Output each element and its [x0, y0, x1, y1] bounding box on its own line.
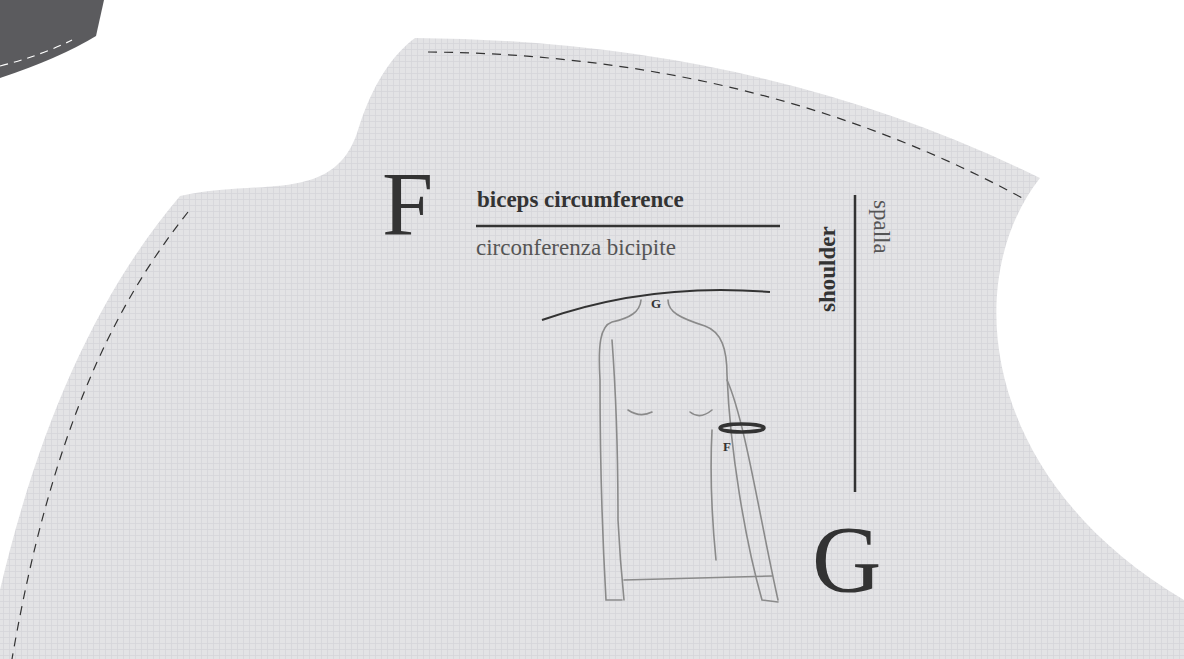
- fabric-swatch: [0, 38, 1184, 659]
- divider-line: [476, 225, 780, 228]
- biceps-measure-band: [720, 424, 764, 432]
- shoulder-measure-arc: [542, 290, 770, 320]
- figure-callout: G: [651, 297, 661, 310]
- stitch-line: [0, 40, 72, 66]
- dark-swatch: [0, 0, 104, 78]
- divider-line: [854, 195, 857, 492]
- measure-name-translation: spalla: [870, 200, 893, 254]
- measure-name: shoulder: [816, 226, 839, 312]
- measure-letter: G: [812, 512, 881, 608]
- measure-name-translation: circonferenza bicipite: [476, 236, 676, 259]
- stitch-line: [428, 52, 1026, 200]
- measure-name: biceps circumference: [477, 188, 684, 211]
- measure-letter: F: [382, 158, 433, 250]
- figure-callout: F: [723, 440, 731, 453]
- stitch-line: [12, 212, 188, 659]
- torso-figure: [599, 300, 778, 602]
